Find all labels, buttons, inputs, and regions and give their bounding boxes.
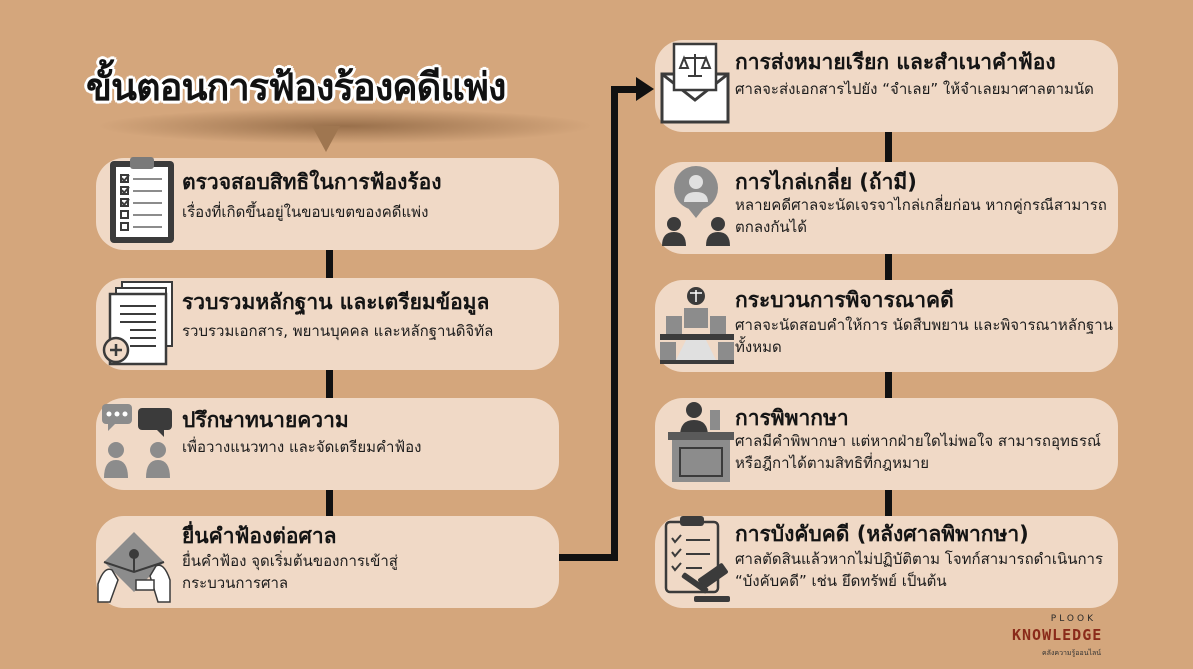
consultation-icon [98,398,180,488]
title-pointer [312,126,340,152]
step-title: ยื่นคำฟ้องต่อศาล [182,524,337,548]
connector-line [885,130,892,162]
connector-line [326,248,333,278]
connector-line [885,486,892,516]
step-card-2 [96,278,559,370]
clipboard-checklist-icon [102,155,184,245]
mediation-icon [656,160,738,250]
connector-line [611,86,618,561]
logo-main-text: KNOWLEDGE [1012,626,1103,644]
connector-line [326,488,333,516]
step-card-6 [655,162,1118,254]
step-title: กระบวนการพิจารณาคดี [735,288,954,312]
step-card-4 [96,516,559,608]
submit-envelope-icon [96,514,178,604]
arrow-head-icon [636,77,654,101]
step-title: การบังคับคดี (หลังศาลพิพากษา) [735,522,1029,546]
step-title: ตรวจสอบสิทธิในการฟ้องร้อง [182,170,442,194]
step-title: ปรึกษาทนายความ [182,408,349,432]
connector-line [611,86,641,93]
step-title: รวบรวมหลักฐาน และเตรียมข้อมูล [182,290,490,314]
step-description: ศาลมีคำพิพากษา แต่หากฝ่ายใดไม่พอใจ สามาร… [735,432,1101,472]
connector-line [885,250,892,280]
step-description: ศาลตัดสินแล้วหากไม่ปฏิบัติตาม โจทก์สามาร… [735,550,1104,590]
step-title: การพิพากษา [735,406,849,430]
step-description: ศาลจะส่งเอกสารไปยัง “จำเลย” ให้จำเลยมาศา… [735,80,1094,98]
step-title: การไกล่เกลี่ย (ถ้ามี) [735,170,917,194]
step-description: หลายคดีศาลจะนัดเจรจาไกล่เกลี่ยก่อน หากคู… [735,196,1107,236]
step-description: เพื่อวางแนวทาง และจัดเตรียมคำฟ้อง [182,438,422,456]
documents-add-icon [100,278,182,368]
step-description: รวบรวมเอกสาร, พยานบุคคล และหลักฐานดิจิทั… [182,322,494,340]
page-title: ขั้นตอนการฟ้องร้องคดีแพ่ง [86,65,506,109]
connector-line [558,554,618,561]
step-title: การส่งหมายเรียก และสำเนาคำฟ้อง [735,50,1056,74]
legal-letter-icon [656,38,738,128]
logo-sub-text: คลังความรู้ออนไลน์ [1042,649,1102,657]
step-description: เรื่องที่เกิดขึ้นอยู่ในขอบเขตของคดีแพ่ง [182,203,429,221]
step-description: ยื่นคำฟ้อง จุดเริ่มต้นของการเข้าสู่กระบว… [182,552,398,592]
step-card-8 [655,398,1118,490]
logo-top-text: PLOOK [1050,614,1096,624]
plook-knowledge-logo: PLOOK KNOWLEDGE คลังความรู้ออนไลน์ [1012,614,1138,660]
connector-line [885,368,892,398]
connector-line [326,368,333,398]
step-card-5 [655,40,1118,132]
step-card-3 [96,398,559,490]
step-card-9 [655,516,1118,608]
title-shadow [95,108,595,144]
gavel-checklist-icon [658,514,740,604]
judge-icon [660,396,742,486]
step-description: ศาลจะนัดสอบคำให้การ นัดสืบพยาน และพิจารณ… [735,316,1113,356]
courtroom-icon [656,278,738,368]
